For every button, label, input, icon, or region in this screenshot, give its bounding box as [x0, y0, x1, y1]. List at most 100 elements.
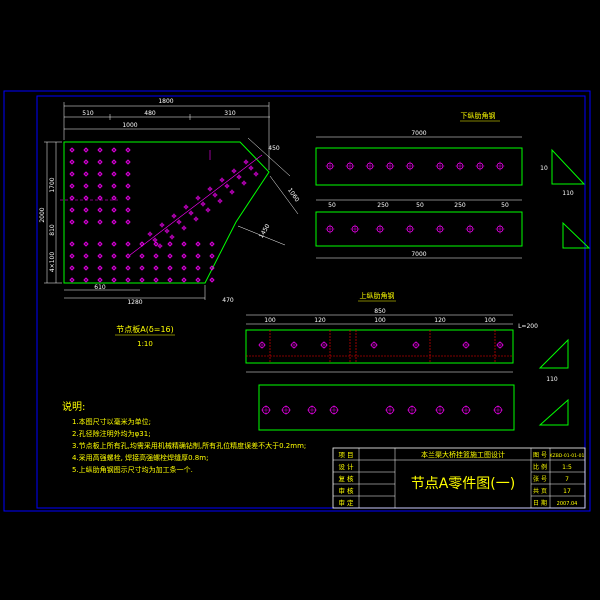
plate-hole-cross: [111, 277, 117, 283]
upper-hole-cross: [258, 341, 266, 349]
row-label-design: 设 计: [338, 462, 354, 471]
lower-stiffener-bar-2: [315, 211, 523, 247]
plate-hole-cross: [97, 207, 103, 213]
drawing-title: 节点A零件图(一): [411, 476, 516, 492]
plate-hole-cross: [97, 147, 103, 153]
label-scale: 比 例: [533, 463, 547, 471]
plate-hole-cross: [125, 195, 131, 201]
plate-outline: [63, 141, 270, 284]
plate-hole-cross: [69, 183, 75, 189]
project-name: 本兰渠大桥挂篮施工图设计: [421, 450, 505, 459]
upper-hole-cross: [435, 405, 445, 415]
lower-dim-lines: [316, 136, 522, 259]
upper-hole-cross: [290, 341, 298, 349]
upper-hole-cross: [461, 405, 471, 415]
plate-hole-cross: [181, 253, 187, 259]
project-label: 项 目: [338, 451, 353, 459]
plate-hole-cross: [69, 277, 75, 283]
upper-hole-cross: [370, 341, 378, 349]
upper-hole-cross: [307, 405, 317, 415]
upper-end-dim: 110: [546, 376, 558, 383]
plate-title: 节点板A(δ=16): [116, 324, 174, 334]
note-3: 3.节点板上所有孔,均需采用机械精确钻制,所有孔位精度误差不大于0.2mm;: [72, 441, 306, 450]
plate-hole-cross: [125, 277, 131, 283]
plate-hole-cross: [69, 147, 75, 153]
lower-hole-cross: [325, 161, 335, 171]
plate-hole-cross: [83, 207, 89, 213]
lower-hole-cross: [385, 161, 395, 171]
row-label-approve: 审 定: [338, 498, 354, 507]
plate-hole-cross: [209, 241, 215, 247]
plate-hole-cross: [212, 192, 218, 198]
plate-hole-cross: [69, 207, 75, 213]
lower-hole-cross: [405, 224, 415, 234]
plate-hole-cross: [153, 277, 159, 283]
plate-hole-cross: [125, 171, 131, 177]
outer-frame: [3, 90, 591, 512]
upper-stiffener-title: 上纵肋角钢: [360, 291, 395, 300]
plate-hole-cross: [153, 241, 159, 247]
plate-hole-cross: [195, 265, 201, 271]
plate-hole-cross: [97, 171, 103, 177]
notes-heading: 说明:: [62, 400, 85, 413]
plate-hole-cross: [69, 159, 75, 165]
plate-hole-cross: [164, 228, 170, 234]
plate-hole-cross: [97, 241, 103, 247]
dim-bottom-c: 470: [222, 297, 234, 304]
plate-hole-cross: [181, 265, 187, 271]
plate-hole-cross: [167, 277, 173, 283]
plate-hole-cross: [83, 241, 89, 247]
plate-hole-cross: [147, 231, 153, 237]
plate-hole-cross: [111, 241, 117, 247]
plate-hole-cross: [167, 253, 173, 259]
plate-hole-cross: [69, 253, 75, 259]
plate-hole-cross: [195, 277, 201, 283]
plate-hole-cross: [171, 213, 177, 219]
plate-hole-cross: [176, 219, 182, 225]
titleblock-frame: [332, 447, 586, 509]
lower-section-2: [562, 221, 591, 249]
plate-hole-cross: [188, 210, 194, 216]
plate-hole-cross: [236, 174, 242, 180]
plate-hole-cross: [97, 219, 103, 225]
plate-hole-cross: [69, 219, 75, 225]
lower-side-2: 10: [540, 165, 548, 172]
label-drawing-no: 图 号: [533, 452, 547, 459]
plate-hole-cross: [157, 243, 163, 249]
notes-block: 说明: 1.本图尺寸以毫米为单位; 2.孔径除注明外均为φ31; 3.节点板上所…: [62, 400, 306, 474]
plate-hole-cross: [195, 253, 201, 259]
upper-side-label: L=200: [518, 323, 538, 330]
upper-hole-cross: [329, 405, 339, 415]
plate-hole-cross: [83, 159, 89, 165]
lower-hole-cross: [475, 161, 485, 171]
upper-stiffener-bar-1: [245, 329, 514, 364]
plate-hole-cross: [153, 265, 159, 271]
plate-hole-cross: [83, 183, 89, 189]
plate-hole-cross: [125, 183, 131, 189]
upper-len: 850: [374, 308, 386, 315]
dim-overall: 1800: [158, 98, 173, 105]
plate-hole-cross: [97, 183, 103, 189]
upper-hole-cross: [496, 341, 504, 349]
plate-hole-cross: [83, 171, 89, 177]
upper-dim-lines: [246, 314, 513, 373]
plate-hole-cross: [181, 241, 187, 247]
lower-hole-cross: [435, 161, 445, 171]
plate-hole-cross: [209, 253, 215, 259]
dim-top-right: 310: [224, 110, 236, 117]
plate-hole-cross: [83, 265, 89, 271]
lower-seg-5: 50: [501, 202, 509, 209]
upper-stiffener-view: 上纵肋角钢 850 100 120 100 120 100 L=200 110: [245, 291, 569, 431]
plate-hole-cross: [111, 195, 117, 201]
plate-hole-cross: [169, 234, 175, 240]
note-4: 4.采用高强螺栓, 焊接高强螺栓焊缝厚0.8m;: [72, 453, 208, 462]
lower-hole-cross: [350, 224, 360, 234]
note-2: 2.孔径除注明外均为φ31;: [72, 429, 151, 438]
upper-hidden-lines: [246, 330, 513, 363]
plate-hole-cross: [125, 265, 131, 271]
upper-seg-2: 120: [314, 317, 326, 324]
upper-seg-5: 100: [484, 317, 496, 324]
row-label-check: 复 核: [338, 474, 354, 483]
row-label-review: 审 核: [338, 486, 354, 495]
lower-stiffener-view: 下纵肋角钢 7000 7000 50 250 50 250 50 110 10: [315, 111, 591, 259]
